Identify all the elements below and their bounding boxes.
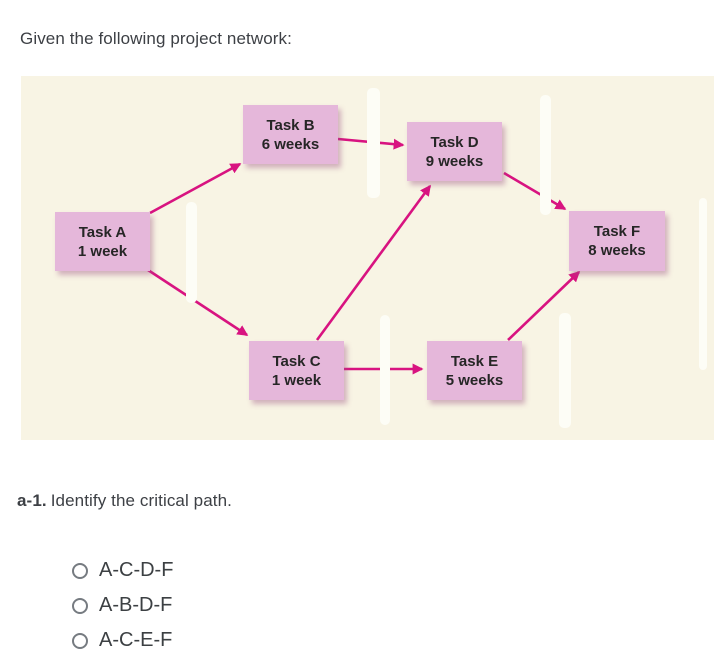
task-name: Task F xyxy=(593,223,641,240)
dependency-arrow-d-f xyxy=(503,171,567,211)
glare-stripe xyxy=(380,315,390,425)
glare-stripe xyxy=(367,88,380,198)
task-duration: 5 weeks xyxy=(445,371,504,389)
glare-stripe xyxy=(186,202,197,303)
task-duration: 1 week xyxy=(271,371,322,389)
glare-stripe xyxy=(559,313,571,428)
dependency-arrow-a-b xyxy=(149,162,242,215)
option-label[interactable]: A-B-D-F xyxy=(99,594,173,616)
option-label[interactable]: A-C-E-F xyxy=(99,629,173,651)
radio-button-icon[interactable] xyxy=(72,597,88,614)
glare-stripe xyxy=(699,198,707,370)
task-name: Task D xyxy=(430,133,479,151)
prompt-text: Given the following project network: xyxy=(20,29,292,48)
task-name: Task A xyxy=(78,223,127,241)
question-line: a-1.Identify the critical path. xyxy=(17,491,232,511)
task-name: Task B xyxy=(266,116,315,134)
dependency-arrow-a-c xyxy=(147,268,249,337)
option-a-b-d-f[interactable]: A-B-D-F xyxy=(72,593,173,618)
option-a-c-e-f[interactable]: A-C-E-F xyxy=(72,628,173,653)
task-duration: 9 weeks xyxy=(425,152,484,170)
task-duration: 1 week xyxy=(77,242,128,260)
task-node-f: Task F 8 weeks xyxy=(569,211,665,271)
question-number: a-1. xyxy=(17,491,47,510)
radio-button-icon[interactable] xyxy=(72,632,88,649)
question-text: Identify the critical path. xyxy=(50,491,232,510)
dependency-arrow-c-d xyxy=(315,184,432,341)
option-label[interactable]: A-C-D-F xyxy=(99,559,174,581)
task-duration: 6 weeks xyxy=(261,135,320,153)
answer-options: A-C-D-F A-B-D-F A-C-E-F xyxy=(72,558,173,653)
task-name: Task C xyxy=(272,352,321,370)
option-a-c-d-f[interactable]: A-C-D-F xyxy=(72,558,173,583)
dependency-arrow-e-f xyxy=(507,270,581,341)
task-duration: 8 weeks xyxy=(588,242,646,259)
glare-stripe xyxy=(540,95,551,215)
radio-button-icon[interactable] xyxy=(72,562,88,579)
task-name: Task E xyxy=(450,352,499,370)
